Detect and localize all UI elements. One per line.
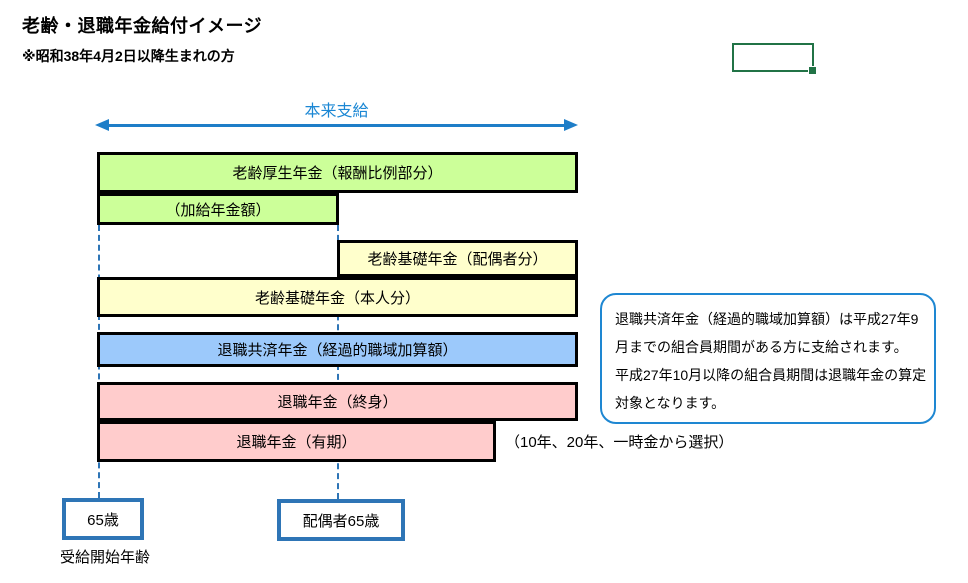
- bar-basic-pension-spouse: 老齢基礎年金（配偶者分）: [337, 240, 578, 277]
- page-title: 老齢・退職年金給付イメージ: [22, 16, 263, 36]
- age-marker-spouse-65: 配偶者65歳: [277, 499, 405, 541]
- benefit-start-age-label: 受給開始年齢: [60, 549, 151, 566]
- excel-fill-handle[interactable]: [808, 66, 817, 75]
- arrow-label: 本来支給: [304, 103, 369, 120]
- callout-line: 月までの組合員期間がある方に支給されます。: [615, 339, 908, 355]
- bar-retirement-pension-lifetime: 退職年金（終身）: [97, 382, 578, 421]
- bar-additional-pension-amount: （加給年金額）: [97, 193, 339, 225]
- callout-line: 退職共済年金（経過的職域加算額）は平成27年9: [615, 311, 919, 327]
- callout-line: 平成27年10月以降の組合員期間は退職年金の算定: [615, 367, 927, 383]
- bar-employees-pension-earnings-related: 老齢厚生年金（報酬比例部分）: [97, 152, 578, 193]
- page-subtitle: ※昭和38年4月2日以降生まれの方: [22, 48, 235, 64]
- payout-options-note: （10年、20年、一時金から選択）: [505, 434, 734, 451]
- excel-selected-cell[interactable]: [732, 43, 817, 75]
- age-marker-65: 65歳: [62, 498, 144, 540]
- bar-mutual-aid-pension-transitional: 退職共済年金（経過的職域加算額）: [97, 332, 578, 367]
- bar-basic-pension-self: 老齢基礎年金（本人分）: [97, 277, 578, 317]
- bar-retirement-pension-fixed-term: 退職年金（有期）: [97, 421, 496, 462]
- callout-box: 退職共済年金（経過的職域加算額）は平成27年9 月までの組合員期間がある方に支給…: [600, 293, 936, 424]
- double-arrow: [95, 119, 578, 131]
- callout-line: 対象となります。: [615, 395, 726, 411]
